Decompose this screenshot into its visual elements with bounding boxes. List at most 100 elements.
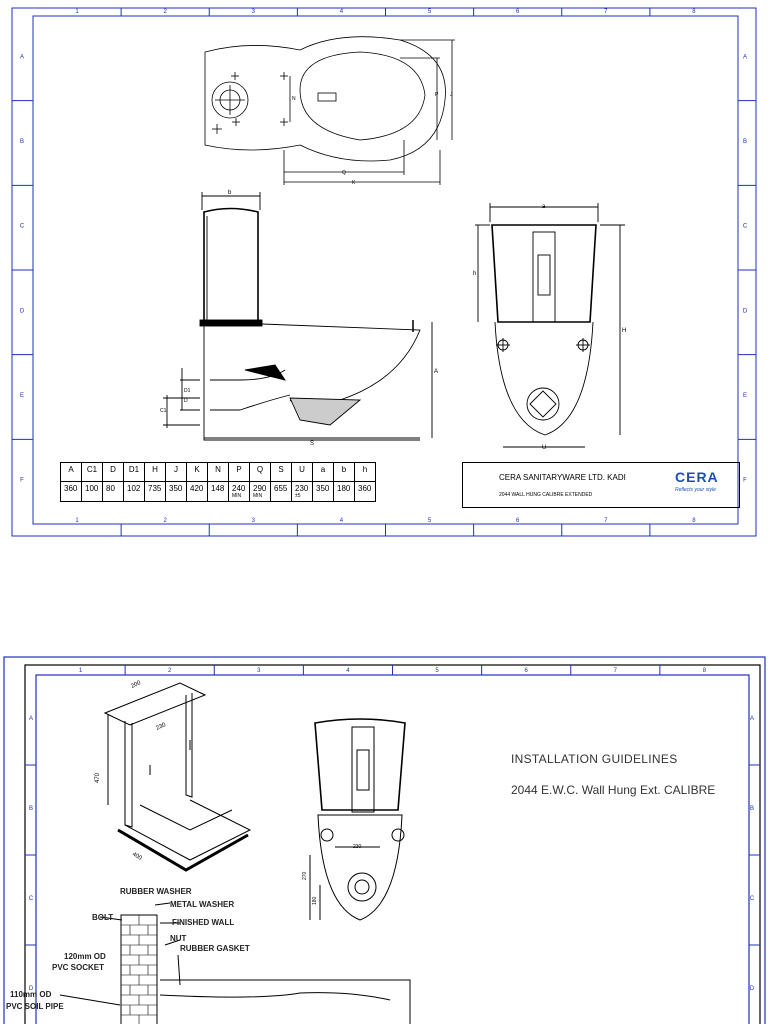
- zone-row-C: C: [20, 224, 25, 230]
- value-text: 240: [232, 484, 246, 493]
- table-value-a: 350: [312, 481, 334, 502]
- zone-row-F: F: [20, 478, 24, 484]
- dim-D: D: [184, 398, 188, 404]
- zone2-row-B: B: [750, 806, 754, 812]
- dim-D1: D1: [184, 388, 191, 394]
- zone2-col-2: 2: [168, 668, 172, 674]
- dim-K: K: [352, 180, 356, 186]
- table-value-K: 420: [186, 481, 208, 502]
- table-header-D: D: [102, 462, 124, 482]
- label-finished-wall: FINISHED WALL: [172, 918, 235, 927]
- table-header-a: a: [312, 462, 334, 482]
- table-value-A: 360: [60, 481, 82, 502]
- zone-col-2: 2: [164, 518, 168, 524]
- value-text: 350: [316, 484, 330, 493]
- table-header-N: N: [207, 462, 229, 482]
- zone-col-4: 4: [340, 518, 344, 524]
- value-text: 100: [85, 484, 99, 493]
- value-text: 80: [106, 484, 115, 493]
- zone-col-1: 1: [75, 518, 79, 524]
- value-text: 420: [190, 484, 204, 493]
- table-value-N: 148: [207, 481, 229, 502]
- zone-col-8: 8: [692, 9, 696, 15]
- table-value-b: 180: [333, 481, 355, 502]
- zone2-row-B: B: [29, 806, 33, 812]
- dim-U: U: [542, 445, 546, 451]
- table-header-C1: C1: [81, 462, 103, 482]
- front-dim-c: 230: [353, 844, 362, 850]
- table-header-A: A: [60, 462, 82, 482]
- dim-C1: C1: [160, 408, 167, 414]
- value-text: 350: [169, 484, 183, 493]
- table-header-S: S: [270, 462, 292, 482]
- dim-P: P: [435, 92, 439, 98]
- value-note: MIN: [253, 493, 263, 499]
- installation-title: INSTALLATION GUIDELINES: [511, 752, 678, 766]
- label-rubber-gasket: RUBBER GASKET: [180, 944, 250, 953]
- dim-J: J: [450, 92, 453, 98]
- table-value-J: 350: [165, 481, 187, 502]
- table-value-S: 655: [270, 481, 292, 502]
- zone2-row-D: D: [750, 986, 755, 992]
- table-header-b: b: [333, 462, 355, 482]
- zone-row-C: C: [743, 224, 748, 230]
- dim-Q: Q: [342, 170, 346, 176]
- zone2-row-C: C: [29, 896, 34, 902]
- value-note: MIN: [232, 493, 242, 499]
- value-text: 735: [148, 484, 162, 493]
- label-nut: NUT: [170, 934, 187, 943]
- zone-row-E: E: [20, 393, 24, 399]
- cera-logo: CERA: [675, 469, 719, 485]
- cera-tagline: Reflects your style: [675, 487, 716, 493]
- label-bolt: BOLT: [92, 913, 114, 922]
- zone2-col-1: 1: [79, 668, 83, 674]
- zone-col-7: 7: [604, 9, 608, 15]
- zone-row-B: B: [743, 139, 747, 145]
- table-value-H: 735: [144, 481, 166, 502]
- front-elevation-view: [475, 203, 625, 448]
- table-header-J: J: [165, 462, 187, 482]
- zone2-col-6: 6: [525, 668, 529, 674]
- zone2-row-D: D: [29, 986, 34, 992]
- zone-row-B: B: [20, 139, 24, 145]
- zone2-col-4: 4: [346, 668, 350, 674]
- label-soil-size: 110mm OD: [10, 990, 52, 999]
- table-value-U: 230±5: [291, 481, 313, 502]
- zone-col-4: 4: [340, 9, 344, 15]
- front-dim-v1: 270: [302, 871, 308, 880]
- zone-col-3: 3: [252, 518, 256, 524]
- dim-H: H: [622, 328, 626, 334]
- frame-dim-d: 230: [155, 722, 167, 732]
- installation-subtitle: 2044 E.W.C. Wall Hung Ext. CALIBRE: [511, 783, 716, 797]
- zone2-row-C: C: [750, 896, 755, 902]
- zone-row-D: D: [743, 308, 748, 314]
- frame-dim-h: 470: [95, 772, 101, 783]
- value-text: 102: [127, 484, 141, 493]
- zone2-col-7: 7: [614, 668, 618, 674]
- dim-A: A: [434, 369, 438, 375]
- value-text: 360: [64, 484, 78, 493]
- value-text: 148: [211, 484, 225, 493]
- table-value-D1: 102: [123, 481, 145, 502]
- zone2-col-8: 8: [703, 668, 707, 674]
- zone-row-D: D: [20, 308, 25, 314]
- dim-N: N: [292, 96, 296, 102]
- top-plan-view: [204, 36, 455, 185]
- zone-row-A: A: [20, 54, 24, 60]
- table-value-h: 360: [354, 481, 376, 502]
- value-text: 180: [337, 484, 351, 493]
- side-elevation-view: [163, 192, 433, 441]
- label-rubber-washer: RUBBER WASHER: [120, 887, 192, 896]
- frame-dim-w: 200: [130, 680, 142, 690]
- zone-col-7: 7: [604, 518, 608, 524]
- zone-row-E: E: [743, 393, 747, 399]
- table-header-Q: Q: [249, 462, 271, 482]
- zone2-col-3: 3: [257, 668, 261, 674]
- table-header-h: h: [354, 462, 376, 482]
- dim-a: a: [542, 204, 546, 210]
- front-wc-view: [309, 718, 406, 921]
